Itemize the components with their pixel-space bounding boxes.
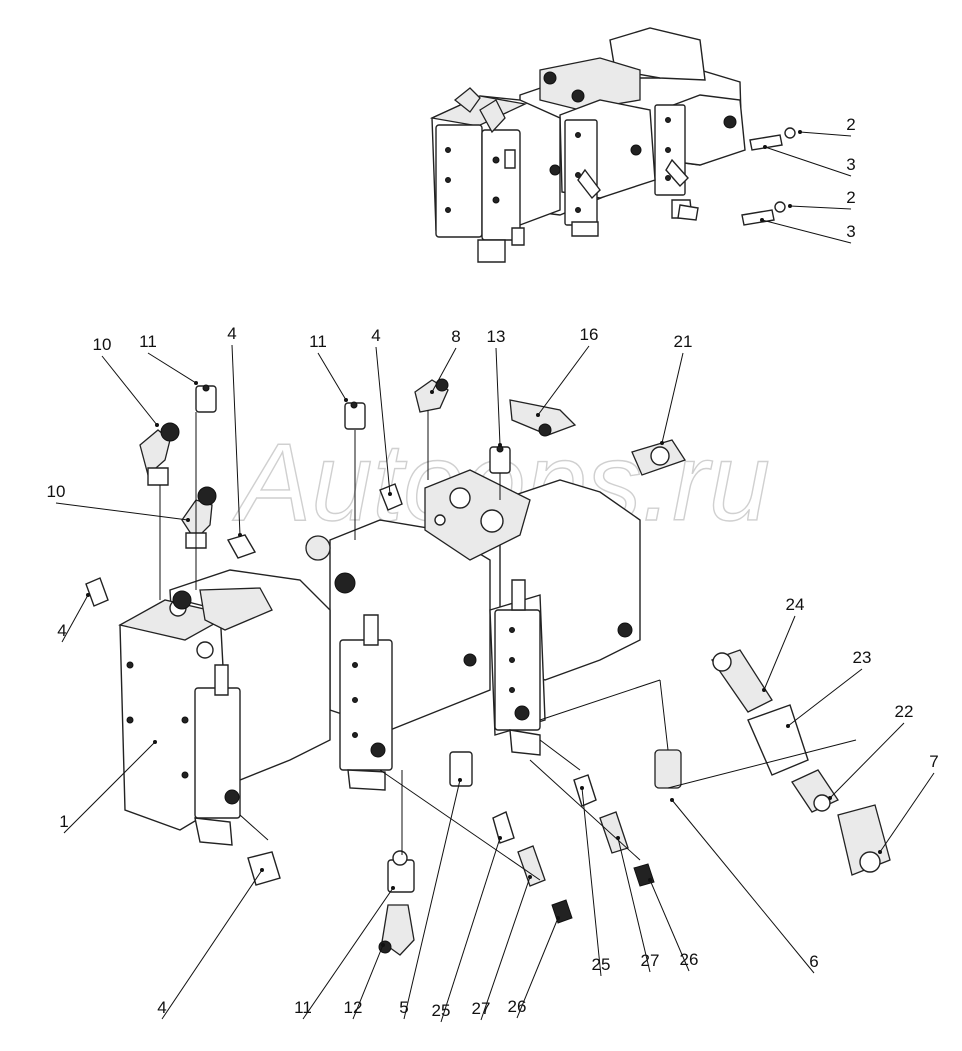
callout-leader [537,345,590,416]
callout-label: 26 [508,997,527,1016]
callout-leader [431,347,457,393]
callout-label: 5 [399,998,408,1017]
callout-label: 21 [674,332,693,351]
callout-arrowhead [498,443,502,447]
callout-leader [302,887,394,1020]
callout-arrowhead [528,875,532,879]
callout-leader [55,502,189,521]
callout-leader [671,799,815,974]
callout-arrowhead [660,441,664,445]
exploded-valve-bank [85,378,891,956]
callout-arrowhead [194,381,198,385]
callout-label: 2 [846,115,855,134]
callout-leader [403,779,461,1020]
callout-leader [375,346,391,495]
callout-label: 7 [929,752,938,771]
callout-label: 3 [846,222,855,241]
callout-arrowhead [760,218,764,222]
callout-leader [495,347,501,446]
callout-leader [761,219,852,244]
callout-arrowhead [381,943,385,947]
top-assembled-valve-bank [429,27,796,263]
callout-arrowhead [556,916,560,920]
callout-leader [516,917,559,1019]
callout-arrowhead [153,740,157,744]
callout-arrowhead [388,492,392,496]
callout-arrowhead [536,413,540,417]
callout-arrowhead [186,518,190,522]
callout-label: 11 [139,332,157,351]
callout-leader [617,837,651,973]
callout-leader [879,772,935,853]
callout-leader [101,355,158,426]
callout-label: 27 [472,999,491,1018]
callout-leader [480,876,531,1021]
callout-arrowhead [238,533,242,537]
callout-leader [147,352,197,384]
callout-label: 11 [294,998,312,1017]
callout-label: 12 [344,998,363,1017]
callout-label: 8 [451,327,460,346]
callout-leader [661,352,684,444]
callout-leader [440,837,501,1023]
callout-leader [231,344,241,536]
callout-label: 3 [846,155,855,174]
callout-arrowhead [458,778,462,782]
callout-label: 22 [895,702,914,721]
callout-arrowhead [616,836,620,840]
callout-arrowhead [648,878,652,882]
callout-label: 25 [592,955,611,974]
callout-arrowhead [798,130,802,134]
callout-arrowhead [580,786,584,790]
callout-arrowhead [786,724,790,728]
callout-arrowhead [86,593,90,597]
callout-arrowhead [498,836,502,840]
callout-label: 13 [487,327,506,346]
callout-arrowhead [344,398,348,402]
callout-leader [317,352,347,401]
callout-label: 1 [59,812,68,831]
callout-leader [61,594,89,643]
callout-leader [764,146,852,177]
callout-leader [789,205,852,210]
callout-label: 10 [47,482,66,501]
callout-arrowhead [670,798,674,802]
callout-arrowhead [763,145,767,149]
callout-leader [787,668,863,727]
callout-arrowhead [430,390,434,394]
callout-leader [829,722,905,799]
callout-label: 4 [57,621,66,640]
callout-leader [649,879,690,972]
callout-arrowhead [155,423,159,427]
callout-label: 6 [809,952,818,971]
callout-leader [799,131,852,137]
callout-label: 26 [680,950,699,969]
callout-label: 24 [786,595,805,614]
callout-leader [63,741,156,834]
callout-label: 16 [580,325,599,344]
callout-arrowhead [878,850,882,854]
callout-leader [763,615,796,691]
callout-label: 27 [641,951,660,970]
callout-label: 23 [853,648,872,667]
callout-arrowhead [788,204,792,208]
callout-leader [352,944,384,1020]
callout-leader [161,869,263,1020]
callout-arrowhead [762,688,766,692]
callout-label: 11 [309,332,327,351]
callout-leader [581,787,602,977]
callout-label: 25 [432,1001,451,1020]
callout-label: 4 [157,998,166,1017]
callout-label: 10 [93,335,112,354]
callout-label: 4 [371,326,380,345]
callout-arrowhead [391,886,395,890]
callout-arrowhead [828,796,832,800]
callout-label: 4 [227,324,236,343]
callout-label: 2 [846,188,855,207]
callout-arrowhead [260,868,264,872]
